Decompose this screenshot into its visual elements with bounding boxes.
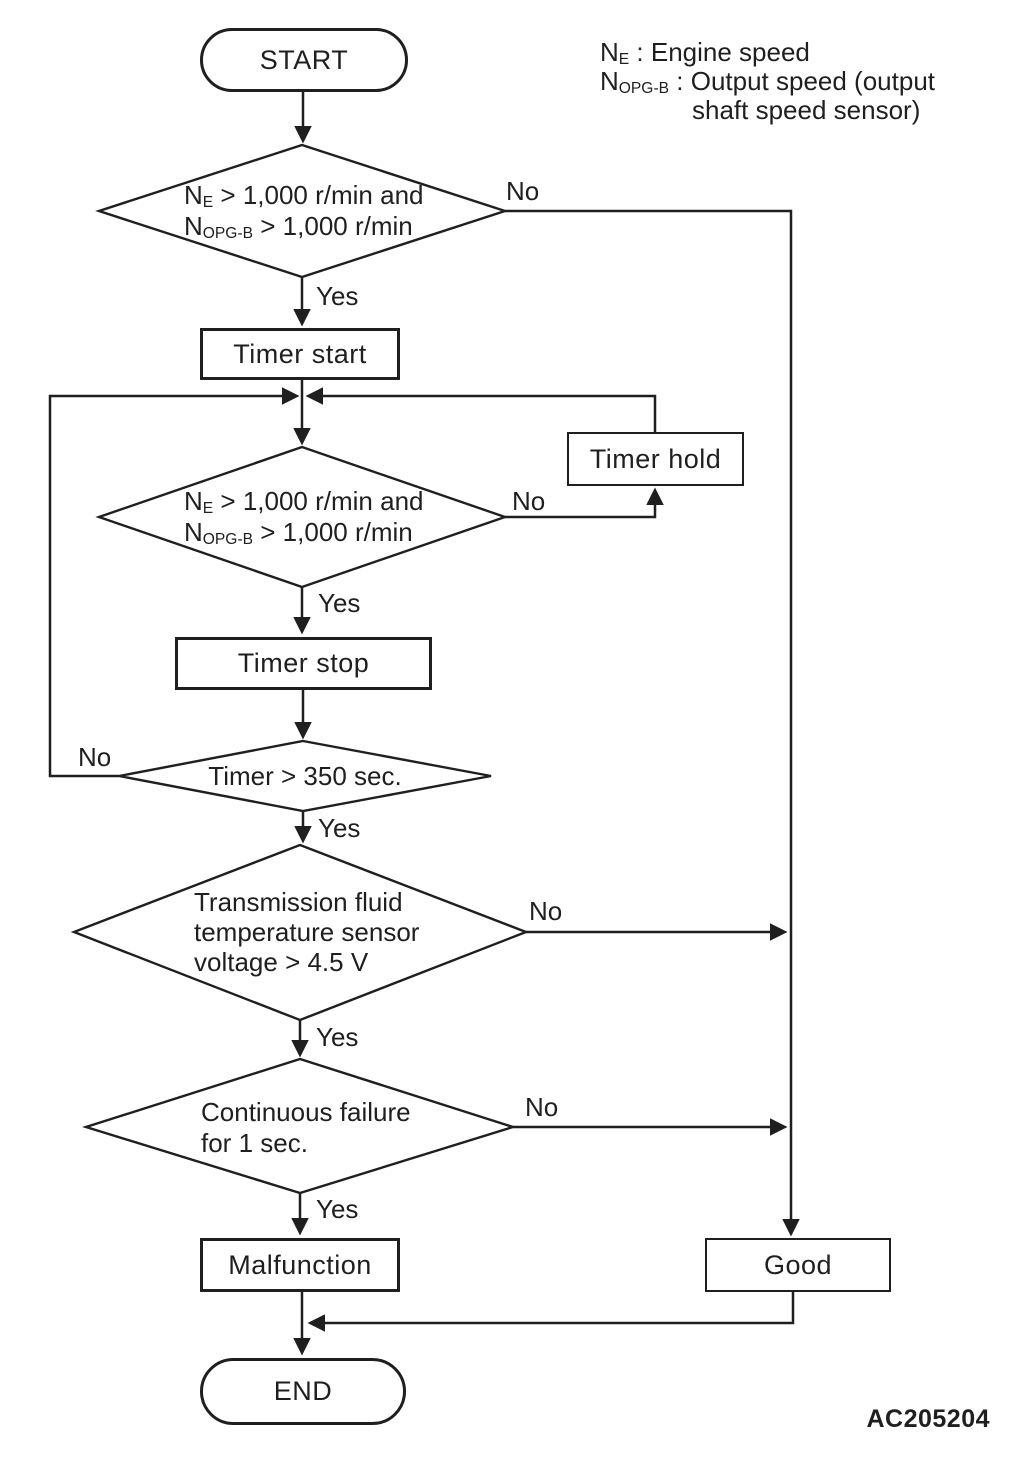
- legend-line-2: NOPG-B : Output speed (output: [600, 66, 936, 97]
- good-node: Good: [705, 1238, 891, 1292]
- d2-yes-label: Yes: [318, 588, 361, 618]
- start-label: START: [259, 44, 349, 75]
- malfunction-label: Malfunction: [228, 1249, 372, 1280]
- decision-3-label: Timer > 350 sec.: [208, 761, 402, 791]
- timer-start-node: Timer start: [200, 328, 400, 380]
- decision-1-line-2: NOPG-B > 1,000 r/min: [184, 211, 413, 242]
- end-label: END: [273, 1376, 333, 1406]
- d2-no-label: No: [512, 486, 546, 516]
- decision-3-shape: [118, 739, 492, 813]
- decision-4-text: Transmission fluid temperature sensor vo…: [194, 887, 419, 977]
- d5-yes-label: Yes: [316, 1194, 359, 1224]
- decision-2-text: NE > 1,000 r/min and NOPG-B > 1,000 r/mi…: [184, 486, 424, 548]
- malfunction-node: Malfunction: [200, 1238, 400, 1292]
- figure-code: AC205204: [866, 1405, 990, 1433]
- decision-3-text: Timer > 350 sec.: [119, 761, 491, 792]
- d4-no-label: No: [529, 896, 563, 926]
- decision-1-text: NE > 1,000 r/min and NOPG-B > 1,000 r/mi…: [184, 180, 424, 242]
- decision-1-shape: [95, 143, 509, 279]
- timer-stop-node: Timer stop: [175, 637, 432, 690]
- edge-d1-no-to-good: [505, 209, 800, 1237]
- timer-stop-label: Timer stop: [237, 648, 370, 678]
- legend-line-3: shaft speed sensor): [692, 95, 921, 125]
- decision-4-line-1: Transmission fluid: [194, 887, 403, 917]
- timer-hold-node: Timer hold: [567, 432, 744, 486]
- d4-yes-label: Yes: [316, 1022, 359, 1052]
- decision-2-line-1: NE > 1,000 r/min and: [184, 486, 424, 517]
- timer-start-label: Timer start: [233, 338, 367, 369]
- edge-good-return: [307, 1292, 795, 1332]
- d1-no-label: No: [506, 176, 540, 206]
- d5-no-label: No: [525, 1092, 559, 1122]
- start-node: START: [200, 28, 408, 92]
- decision-4-line-3: voltage > 4.5 V: [194, 947, 369, 977]
- timer-hold-label: Timer hold: [589, 443, 722, 474]
- decision-2-shape: [95, 445, 509, 589]
- edge-timer-hold-loop: [305, 387, 657, 432]
- d1-yes-label: Yes: [316, 281, 359, 311]
- end-node: END: [200, 1358, 406, 1425]
- decision-5-line-1: Continuous failure: [201, 1097, 411, 1127]
- decision-1-line-1: NE > 1,000 r/min and: [184, 180, 424, 211]
- legend: NE : Engine speed NOPG-B : Output speed …: [600, 38, 935, 125]
- legend-line-1: NE : Engine speed: [600, 37, 810, 68]
- decision-5-shape: [81, 1057, 517, 1195]
- decision-5-text: Continuous failure for 1 sec.: [201, 1097, 411, 1159]
- d3-yes-label: Yes: [318, 813, 361, 843]
- decision-4-line-2: temperature sensor: [194, 917, 420, 947]
- good-label: Good: [763, 1249, 833, 1280]
- edge-d3-no-loop: [48, 387, 300, 778]
- decision-4-shape: [70, 843, 530, 1022]
- edge-d2-no-to-timer-hold: [505, 487, 664, 519]
- decision-2-line-2: NOPG-B > 1,000 r/min: [184, 517, 413, 548]
- d3-no-label: No: [78, 742, 112, 772]
- decision-5-line-2: for 1 sec.: [201, 1128, 308, 1158]
